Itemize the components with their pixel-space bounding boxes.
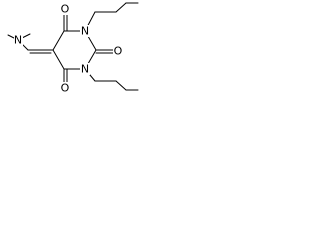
label-mask-dimethylamino-n [14,34,23,46]
molecule-structure: N N N O O O [7,2,139,95]
atom-label-o-bottom: O [61,82,70,95]
atom-label-o-right: O [114,45,123,58]
bond-butyl-bottom-c2-c3 [115,80,127,91]
atom-label-ring-n-top: N [81,25,89,38]
bond-c5-c6 [52,30,65,51]
atom-label-o-top: O [61,3,70,16]
atom-label-ring-n-bottom: N [81,63,89,76]
label-mask-ring-n-top [80,25,90,37]
label-mask-ring-n-bottom [80,63,90,75]
label-mask-o-right [113,45,124,57]
molecule-canvas: N N N O O O [0,0,140,95]
atom-label-dimethylamino-n: N [14,34,22,47]
label-mask-o-bottom [60,82,71,94]
label-mask-o-top [60,3,71,15]
bond-butyl-top-c2-c3 [115,2,127,13]
bond-c4-c5 [52,49,65,70]
